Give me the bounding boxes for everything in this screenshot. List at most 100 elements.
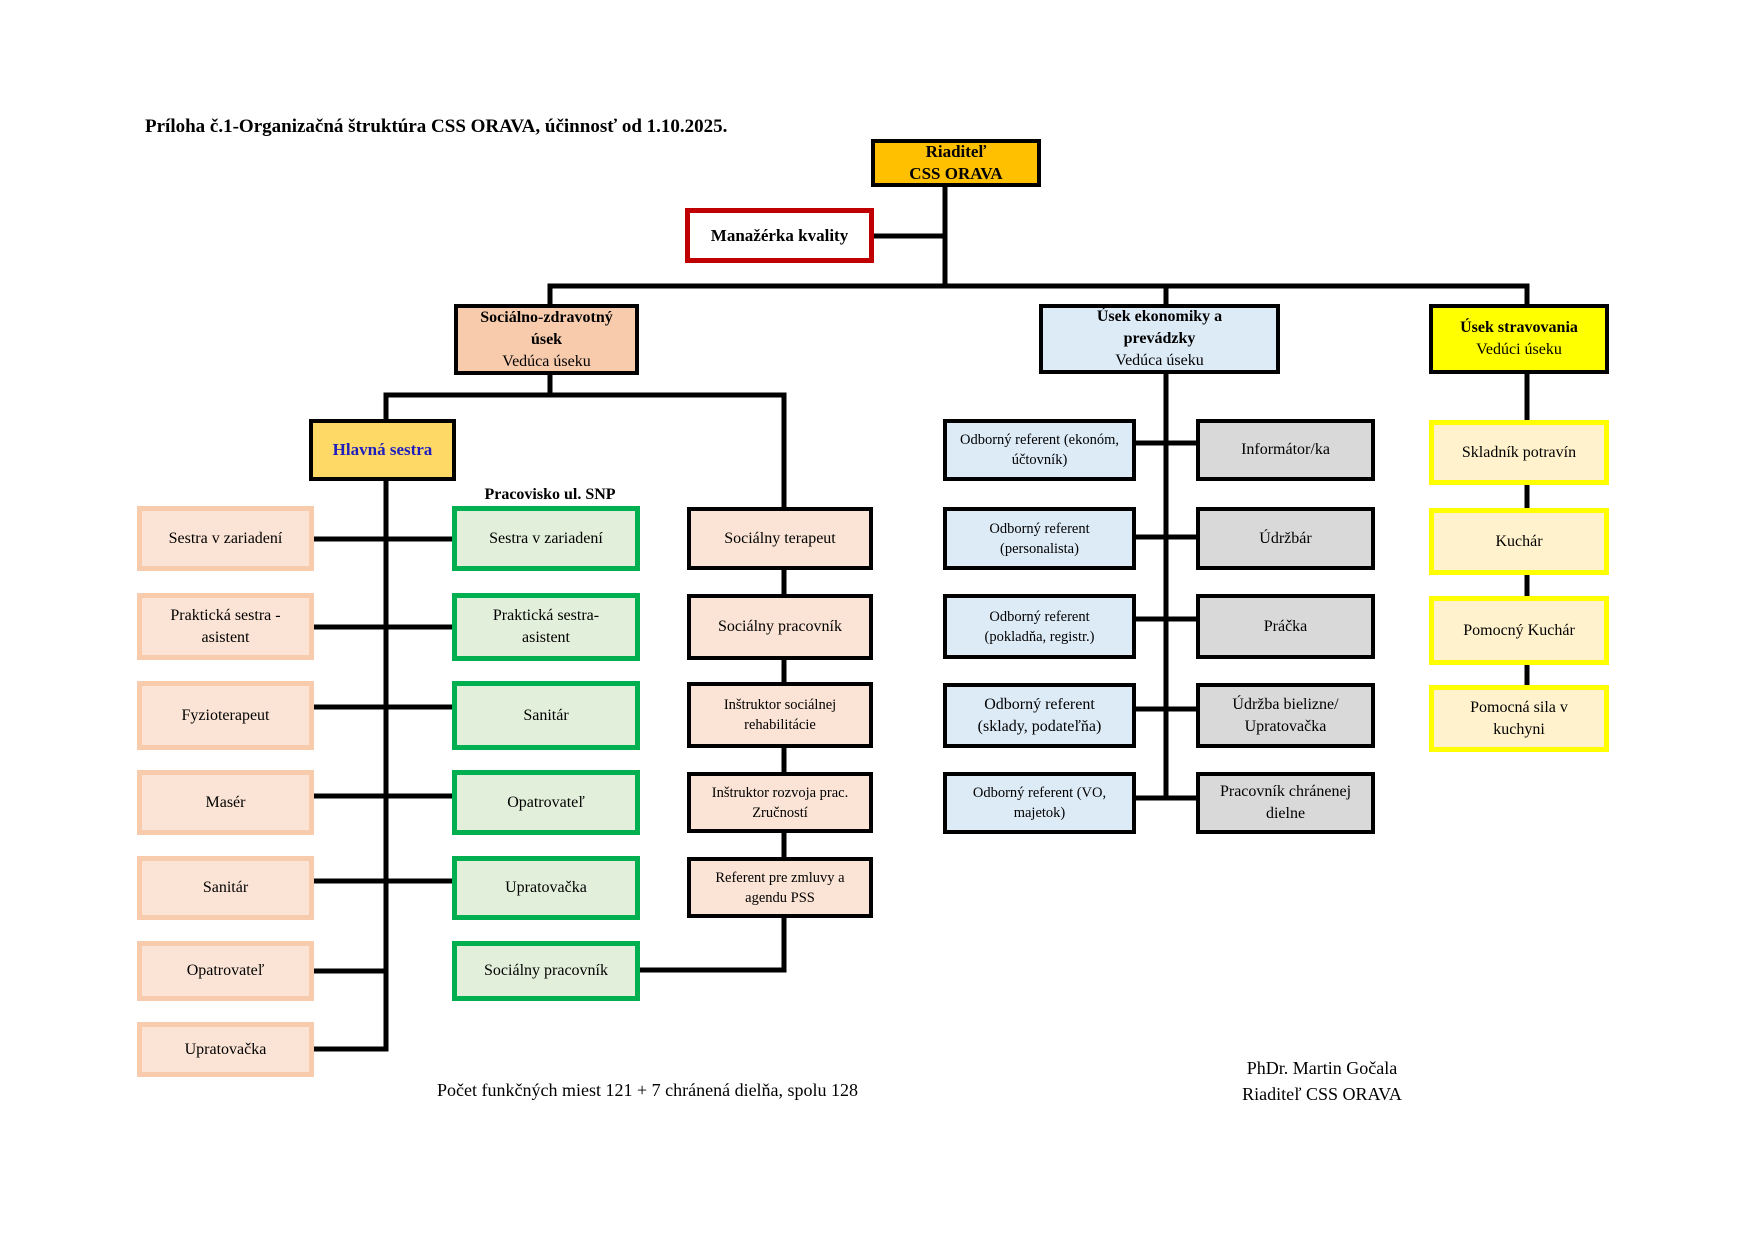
economy-staff-item: Odborný referent (personalista)	[943, 507, 1136, 570]
staff-label-2: (pokladňa, registr.)	[984, 628, 1095, 645]
social-health-department-box: Sociálno-zdravotný úsek Vedúca úseku	[454, 304, 639, 375]
facility-staff-item: Fyzioterapeut	[137, 681, 314, 750]
signature-title: Riaditeľ CSS ORAVA	[1242, 1084, 1402, 1104]
staff-label: Odborný referent	[984, 695, 1095, 713]
staff-label: Opatrovateľ	[507, 793, 585, 811]
staff-label: Odborný referent (ekonóm,	[959, 432, 1120, 448]
snp-staff-item: Upratovačka	[452, 856, 640, 920]
quality-manager-box: Manažérka kvality	[685, 208, 874, 263]
social-staff-item: Sociálny pracovník	[687, 594, 873, 660]
technical-staff-item: Informátor/ka	[1196, 419, 1375, 481]
social-staff-item: Inštruktor sociálnej rehabilitácie	[687, 682, 873, 748]
head-nurse-box: Hlavná sestra	[309, 419, 456, 481]
snp-staff-item: Sociálny pracovník	[452, 941, 640, 1001]
director-org: CSS ORAVA	[909, 164, 1003, 183]
economy-department-box: Úsek ekonomiky a prevádzky Vedúca úseku	[1039, 304, 1280, 374]
staff-label: Opatrovateľ	[186, 962, 265, 979]
staff-label: Práčka	[1263, 617, 1308, 635]
staff-label: Skladník potravín	[1461, 443, 1577, 461]
social-staff-item: Referent pre zmluvy a agendu PSS	[687, 857, 873, 918]
staff-label: Masér	[205, 793, 246, 811]
catering-staff-item: Kuchár	[1429, 508, 1609, 575]
staff-label-2: Upratovačka	[1244, 717, 1327, 735]
staff-label: Údržbár	[1259, 529, 1312, 547]
staff-label: Odborný referent (VO,	[972, 785, 1107, 801]
staff-label: Sanitár	[523, 706, 569, 724]
facility-staff-item: Sanitár	[137, 856, 314, 920]
catering-staff-item: Pomocný Kuchár	[1429, 596, 1609, 665]
facility-staff-item: Opatrovateľ	[137, 941, 314, 1001]
technical-staff-item: Pracovník chránenej dielne	[1196, 772, 1375, 834]
staff-label-2: (personalista)	[1000, 540, 1079, 557]
social-health-name-2: úsek	[530, 330, 563, 348]
technical-staff-item: Práčka	[1196, 594, 1375, 659]
staff-label: Sestra v zariadení	[168, 529, 283, 547]
staff-label: Sanitár	[202, 879, 249, 896]
economy-name-1: Úsek ekonomiky a	[1096, 308, 1223, 325]
staff-label: Odborný referent	[989, 608, 1090, 625]
staff-label-2: dielne	[1265, 805, 1306, 822]
technical-staff-item: Údržba bielizne/ Upratovačka	[1196, 683, 1375, 748]
staff-label-2: asistent	[522, 629, 570, 646]
staff-label-2: agendu PSS	[745, 889, 815, 906]
staff-label: Údržba bielizne/	[1232, 695, 1339, 713]
catering-department-box: Úsek stravovania Vedúci úseku	[1429, 304, 1609, 374]
staff-label-2: majetok)	[1013, 805, 1066, 821]
staff-label: Pomocný Kuchár	[1463, 621, 1575, 639]
social-staff-item: Inštruktor rozvoja prac. Zručností	[687, 772, 873, 833]
staff-label: Upratovačka	[505, 879, 587, 896]
staff-label: Sestra v zariadení	[489, 529, 603, 547]
staff-label: Informátor/ka	[1241, 441, 1330, 458]
catering-name: Úsek stravovania	[1460, 319, 1578, 336]
snp-staff-item: Praktická sestra- asistent	[452, 593, 640, 661]
quality-manager-label: Manažérka kvality	[710, 225, 849, 245]
page-title: Príloha č.1-Organizačná štruktúra CSS OR…	[145, 116, 728, 137]
director-box: Riaditeľ CSS ORAVA	[871, 139, 1041, 187]
staff-label-2: Zručností	[752, 804, 808, 821]
economy-head: Vedúca úseku	[1115, 352, 1204, 369]
snp-workplace-label: Pracovisko ul. SNP	[484, 486, 616, 503]
facility-staff-item: Sestra v zariadení	[137, 506, 314, 571]
staff-label: Sociálny pracovník	[484, 962, 608, 979]
catering-head: Vedúci úseku	[1476, 341, 1562, 358]
catering-staff-item: Pomocná sila v kuchyni	[1429, 685, 1609, 752]
staff-label: Pomocná sila v	[1470, 698, 1568, 716]
snp-staff-item: Sestra v zariadení	[452, 506, 640, 571]
facility-staff-item: Masér	[137, 770, 314, 835]
positions-count: Počet funkčných miest 121 + 7 chránená d…	[437, 1080, 859, 1100]
snp-staff-item: Opatrovateľ	[452, 770, 640, 835]
economy-name-2: prevádzky	[1123, 330, 1196, 347]
staff-label: Referent pre zmluvy a	[715, 869, 845, 886]
signature-name: PhDr. Martin Gočala	[1246, 1058, 1398, 1078]
signature-block: PhDr. Martin Gočala Riaditeľ CSS ORAVA	[1222, 1055, 1422, 1107]
staff-label: Praktická sestra-	[492, 607, 600, 624]
staff-label: Odborný referent	[989, 520, 1090, 537]
snp-staff-item: Sanitár	[452, 681, 640, 750]
staff-label: Kuchár	[1495, 532, 1543, 550]
director-title: Riaditeľ	[925, 142, 987, 161]
head-nurse-label: Hlavná sestra	[332, 440, 433, 459]
staff-label: Sociálny terapeut	[724, 529, 836, 547]
staff-label: Inštruktor sociálnej	[723, 697, 837, 713]
catering-staff-item: Skladník potravín	[1429, 420, 1609, 485]
economy-staff-item: Odborný referent (ekonóm, účtovník)	[943, 419, 1136, 481]
staff-label-2: kuchyni	[1493, 720, 1545, 738]
staff-label: Fyzioterapeut	[181, 706, 270, 724]
facility-staff-item: Praktická sestra - asistent	[137, 593, 314, 660]
facility-staff-item: Upratovačka	[137, 1022, 314, 1077]
staff-label: Pracovník chránenej	[1219, 783, 1352, 800]
staff-label-2: (sklady, podateľňa)	[977, 717, 1102, 735]
staff-label: Praktická sestra -	[170, 606, 281, 624]
economy-staff-item: Odborný referent (pokladňa, registr.)	[943, 594, 1136, 659]
staff-label: Inštruktor rozvoja prac.	[711, 784, 849, 801]
economy-staff-item: Odborný referent (sklady, podateľňa)	[943, 683, 1136, 748]
social-health-head: Vedúca úseku	[502, 352, 591, 370]
social-health-name-1: Sociálno-zdravotný	[480, 308, 613, 326]
staff-label-2: rehabilitácie	[744, 717, 816, 733]
technical-staff-item: Údržbár	[1196, 507, 1375, 570]
social-staff-item: Sociálny terapeut	[687, 507, 873, 570]
staff-label: Sociálny pracovník	[718, 618, 842, 635]
economy-staff-item: Odborný referent (VO, majetok)	[943, 772, 1136, 834]
staff-label: Upratovačka	[184, 1040, 267, 1058]
staff-label-2: asistent	[201, 628, 250, 646]
